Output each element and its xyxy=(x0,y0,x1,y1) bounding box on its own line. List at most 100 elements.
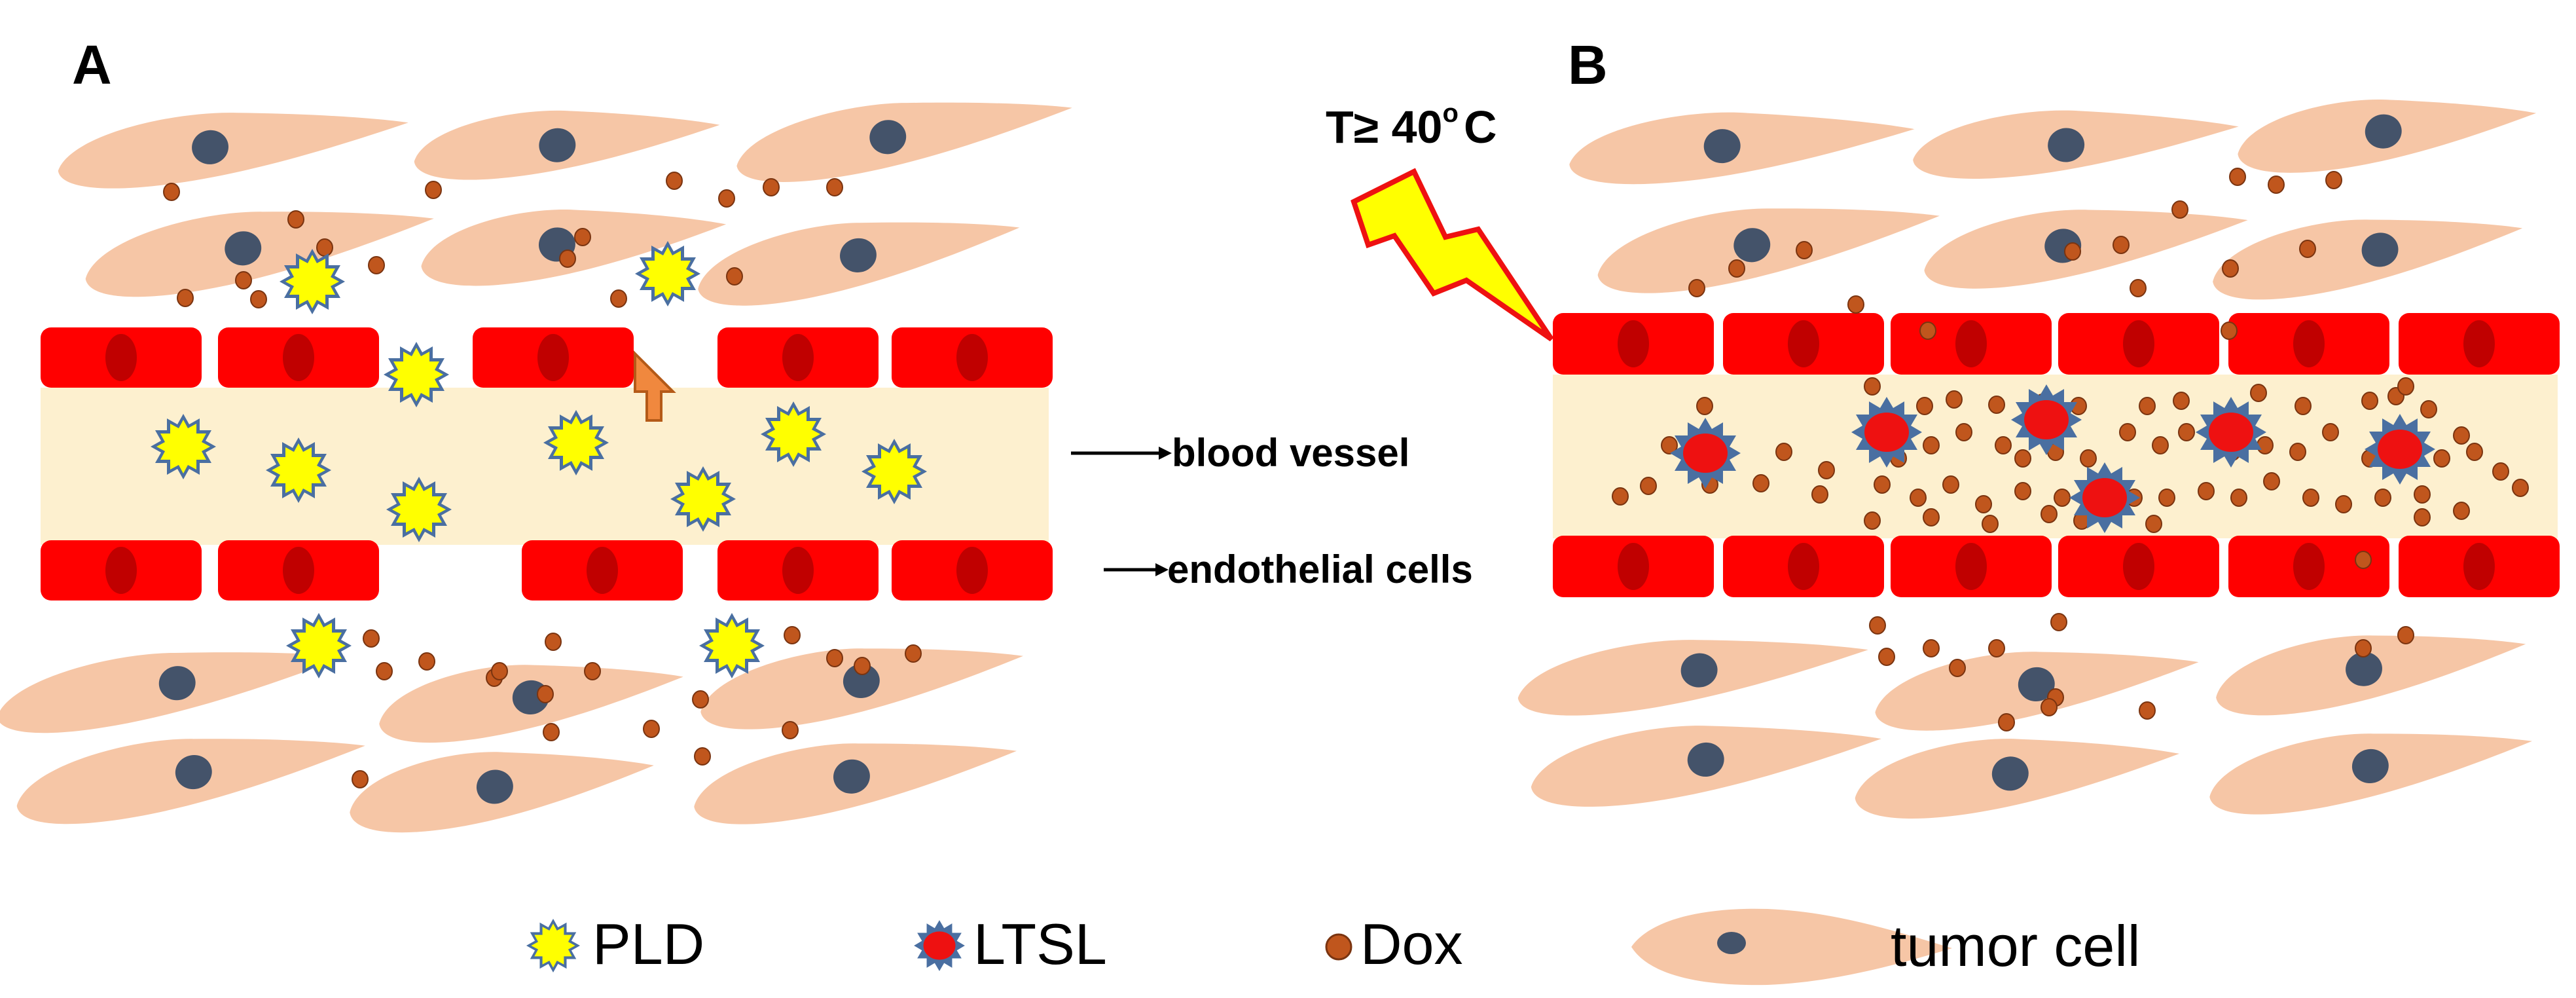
legend-ltsl-label: LTSL xyxy=(973,912,1107,976)
dox-particle xyxy=(235,271,252,289)
heat-lightning-icon xyxy=(1351,168,1554,342)
dox-particle xyxy=(2222,259,2239,278)
tumor-cell xyxy=(736,102,1072,182)
endothelial-nucleus xyxy=(105,334,137,381)
label-blood-vessel: blood vessel xyxy=(1172,431,1409,475)
legend-tumor-label: tumor cell xyxy=(1891,914,2140,978)
legend-tumor-cell: tumor cell xyxy=(1631,908,2140,986)
endothelial-nucleus xyxy=(782,547,814,594)
tumor-cell xyxy=(85,212,434,297)
extravasation-arrow xyxy=(634,350,676,422)
dox-particle xyxy=(2221,322,2238,340)
tumor-cell xyxy=(1597,208,1940,293)
tumor-cell-body xyxy=(1924,210,2248,289)
tumor-cell xyxy=(58,113,408,189)
tumor-cell xyxy=(379,665,683,743)
dox-particle xyxy=(2322,423,2339,441)
dox-particle xyxy=(2145,515,2162,533)
dox-particle xyxy=(666,172,683,190)
legend-ltsl: LTSL xyxy=(914,912,1107,976)
dox-particle xyxy=(2466,443,2483,461)
dox-particle xyxy=(2158,489,2175,507)
endothelial-nucleus xyxy=(283,547,314,594)
tumor-cell xyxy=(1875,652,2199,731)
dox-particle xyxy=(1796,241,1813,259)
legend-pld: PLD xyxy=(526,912,704,976)
dox-particle xyxy=(2119,423,2136,441)
dox-particle xyxy=(1688,279,1705,297)
dox-particle xyxy=(2229,168,2246,186)
endothelial-nucleus xyxy=(956,547,988,594)
dox-particle xyxy=(2361,392,2378,410)
dox-particle xyxy=(2014,482,2031,500)
endothelial-nucleus xyxy=(587,547,618,594)
tumor-cell-nucleus xyxy=(2018,667,2055,701)
dox-particle xyxy=(418,652,435,671)
tumor-cell-nucleus xyxy=(225,231,262,266)
dox-particle xyxy=(2113,236,2130,254)
dox-particle xyxy=(559,250,576,268)
tumor-cell xyxy=(1531,726,1881,807)
dox-particle xyxy=(1910,489,1927,507)
tumor-cell-icon xyxy=(1631,908,1952,986)
tumor-cells-upper-a xyxy=(58,102,1072,306)
pld-liposome xyxy=(699,613,765,678)
dox-particle xyxy=(1775,443,1792,461)
dox-particle xyxy=(1818,461,1835,479)
tumor-cell-nucleus xyxy=(2346,652,2382,686)
dox-particle xyxy=(826,649,843,667)
dox-particle xyxy=(2080,449,2097,468)
endothelial-nucleus xyxy=(2123,543,2154,590)
dox-particle xyxy=(574,228,591,246)
dox-particle xyxy=(2263,472,2280,490)
dox-particle xyxy=(2257,436,2274,454)
dox-particle xyxy=(2268,176,2285,194)
dox-particle xyxy=(1988,639,2005,657)
tumor-cell xyxy=(1924,210,2248,289)
dox-particle xyxy=(2171,200,2188,219)
dox-particle xyxy=(1864,377,1881,396)
ltsl-icon xyxy=(914,920,965,971)
dox-particle xyxy=(1752,474,1769,492)
panel-a-label: A xyxy=(72,34,112,96)
panel-a: A xyxy=(0,34,1072,833)
tumor-cell-nucleus xyxy=(2361,232,2399,267)
endothelial-nucleus xyxy=(2293,320,2325,367)
dox-particle xyxy=(726,267,743,286)
dox-particle xyxy=(2198,482,2215,500)
annotation-endothelial: endothelial cells xyxy=(1104,547,1473,591)
dox-particle xyxy=(1864,511,1881,530)
dox-particle xyxy=(2289,443,2306,461)
dox-particle xyxy=(1612,487,1629,506)
endothelial-nucleus xyxy=(1955,320,1987,367)
endothelial-nucleus xyxy=(956,334,988,381)
dox-particle xyxy=(287,210,304,229)
dox-particle xyxy=(163,183,180,201)
dox-particle xyxy=(2139,397,2156,415)
tumor-cell-body xyxy=(1569,112,1915,185)
endothelial-nucleus xyxy=(105,547,137,594)
tumor-cell-nucleus xyxy=(2365,114,2402,149)
tumor-cell-nucleus xyxy=(1680,653,1718,688)
tumor-cell-nucleus xyxy=(476,769,513,804)
dox-particle xyxy=(2335,495,2352,513)
tumor-cell-nucleus xyxy=(158,666,196,701)
tumor-cell-nucleus xyxy=(175,754,212,790)
dox-particle xyxy=(692,690,709,709)
tumor-cell xyxy=(414,110,720,180)
endothelial-nucleus xyxy=(2293,543,2325,590)
endothelial-nucleus xyxy=(537,334,569,381)
dox-particle xyxy=(1946,390,1963,409)
tumor-cell-nucleus xyxy=(1687,742,1724,777)
dox-particle xyxy=(643,720,660,738)
dox-particle xyxy=(2295,397,2312,415)
dox-particle xyxy=(1923,508,1940,527)
dox-particle xyxy=(610,289,627,308)
dox-particle xyxy=(784,626,801,644)
dox-particle xyxy=(2420,400,2437,418)
dox-particle xyxy=(1923,436,1940,454)
dox-particle xyxy=(177,289,194,307)
endothelial-layer-a xyxy=(41,327,1053,601)
dox-particle xyxy=(2433,449,2450,468)
dox-particle xyxy=(2374,489,2391,507)
